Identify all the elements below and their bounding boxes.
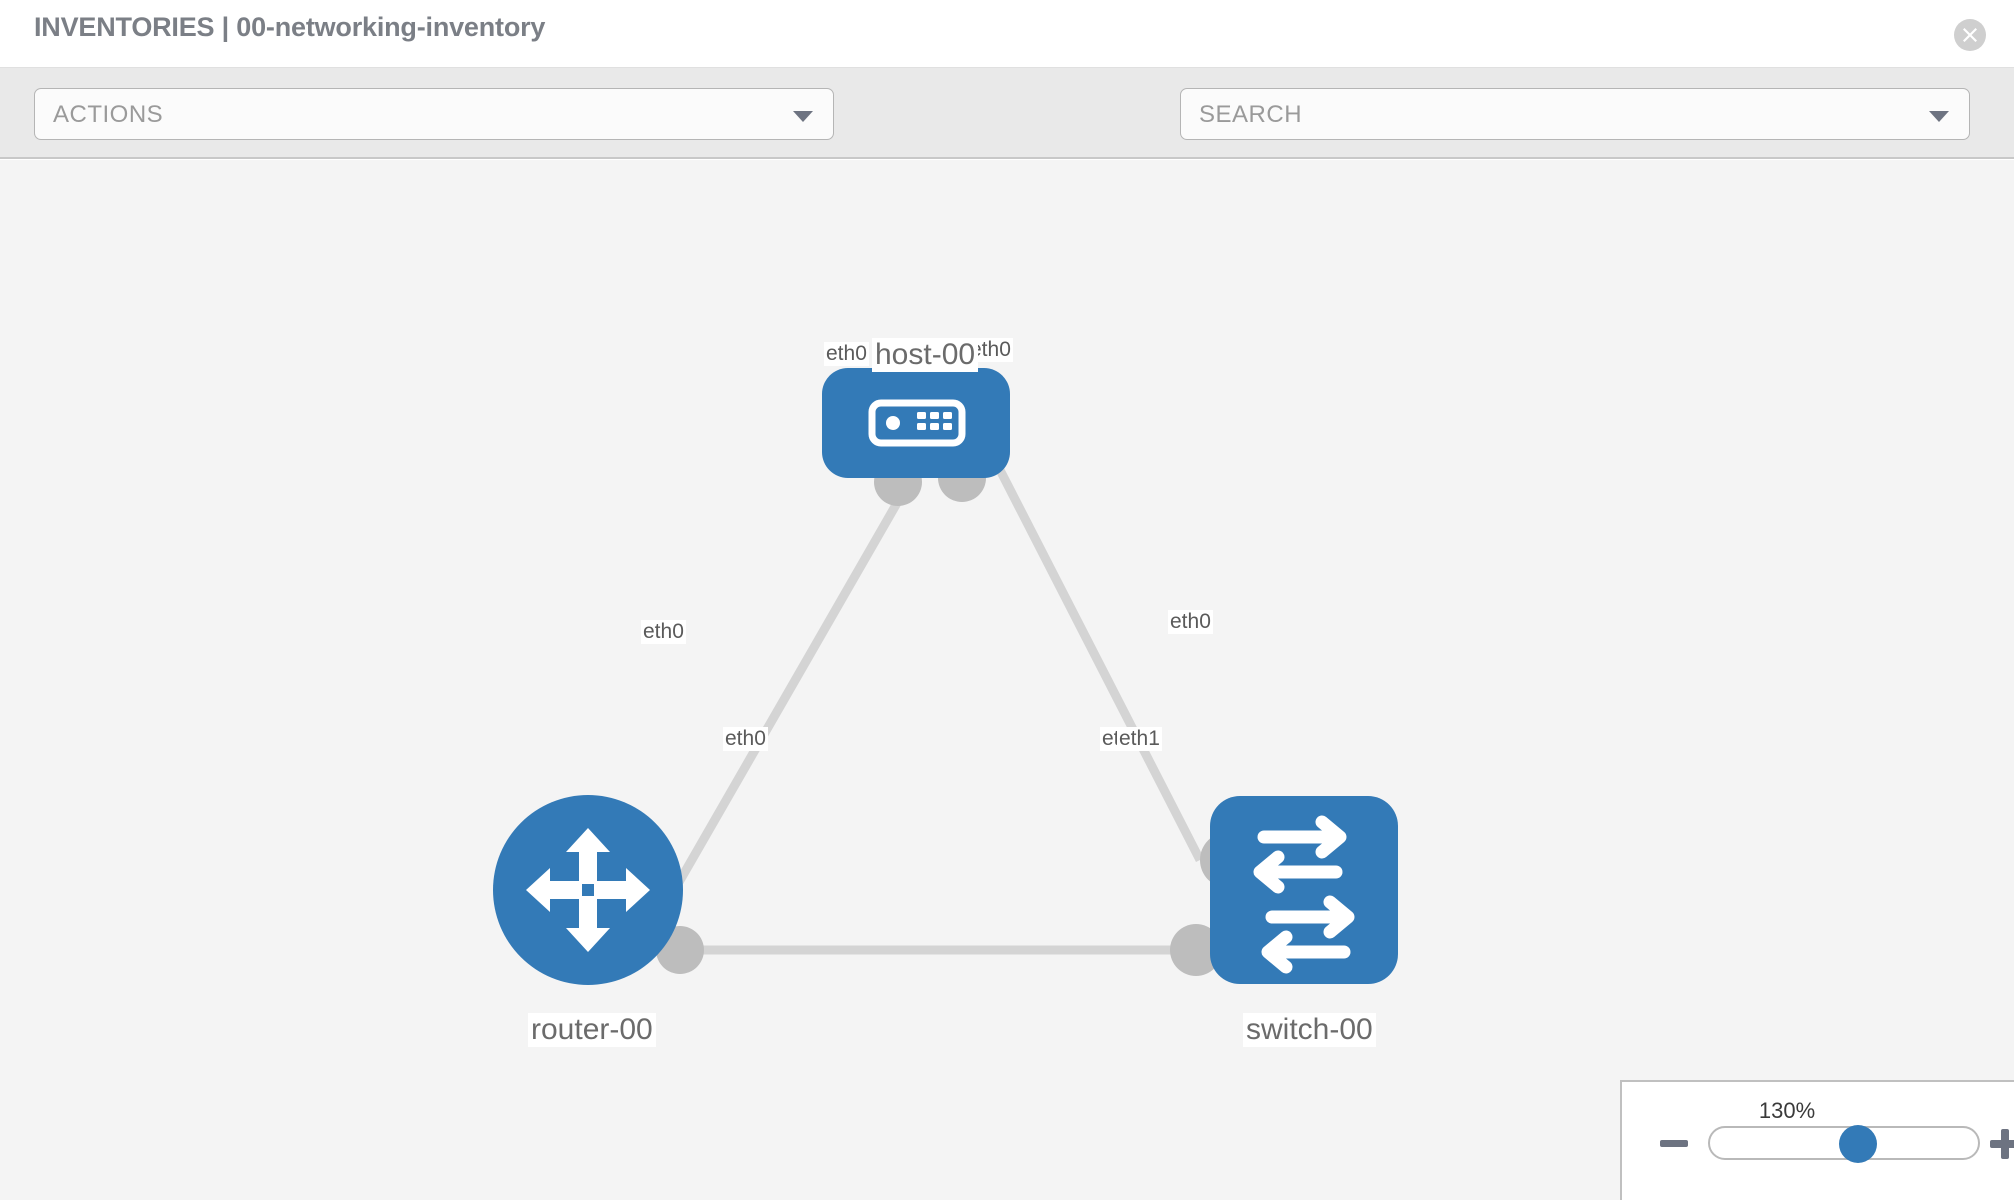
zoom-level-value: 130%: [1758, 1098, 1816, 1123]
page-title: INVENTORIES | 00-networking-inventory: [34, 12, 546, 42]
iface-label: eth0: [824, 342, 869, 366]
page-header: INVENTORIES | 00-networking-inventory: [0, 0, 2014, 68]
chevron-down-icon: [793, 111, 813, 122]
link-host-router: [636, 467, 920, 953]
close-icon[interactable]: [1954, 19, 1986, 51]
iface-label: eth0: [1168, 610, 1213, 634]
node-switch-00: [1210, 796, 1398, 984]
chevron-down-icon: [1929, 111, 1949, 122]
link-host-switch: [995, 467, 1205, 863]
server-icon: [868, 399, 966, 447]
node-label-host: host-00: [872, 338, 979, 372]
search-placeholder: SEARCH: [1199, 101, 1303, 128]
router-arrows-icon: [526, 828, 650, 952]
search-input[interactable]: SEARCH: [1180, 88, 1970, 140]
node-label-switch: switch-00: [1243, 1013, 1376, 1047]
topology-ports: [656, 454, 1256, 976]
iface-label: eth0: [723, 727, 768, 751]
node-router-00: [493, 795, 683, 985]
port-switch-left: [1170, 924, 1222, 976]
node-label-router: router-00: [528, 1013, 656, 1047]
iface-label: eth0: [641, 620, 686, 644]
switch-arrows-icon: [1253, 815, 1355, 974]
node-host-00: [822, 368, 1010, 478]
zoom-slider-thumb[interactable]: [1839, 1125, 1877, 1163]
iface-label: eth1: [1117, 727, 1162, 751]
actions-dropdown[interactable]: ACTIONS: [34, 88, 834, 140]
zoom-control-panel: 130%: [1620, 1080, 2014, 1200]
zoom-in-button[interactable]: [1990, 1129, 2014, 1159]
topology-graph: [493, 368, 1398, 985]
toolbar: ACTIONS SEARCH: [0, 68, 2014, 200]
topology-canvas[interactable]: eth0 eth0 eth0 eth0 eth0 eth eth1 host-0…: [0, 160, 2014, 1200]
actions-dropdown-label: ACTIONS: [53, 101, 164, 128]
topology-links: [636, 467, 1215, 955]
zoom-out-button[interactable]: [1660, 1140, 1688, 1147]
